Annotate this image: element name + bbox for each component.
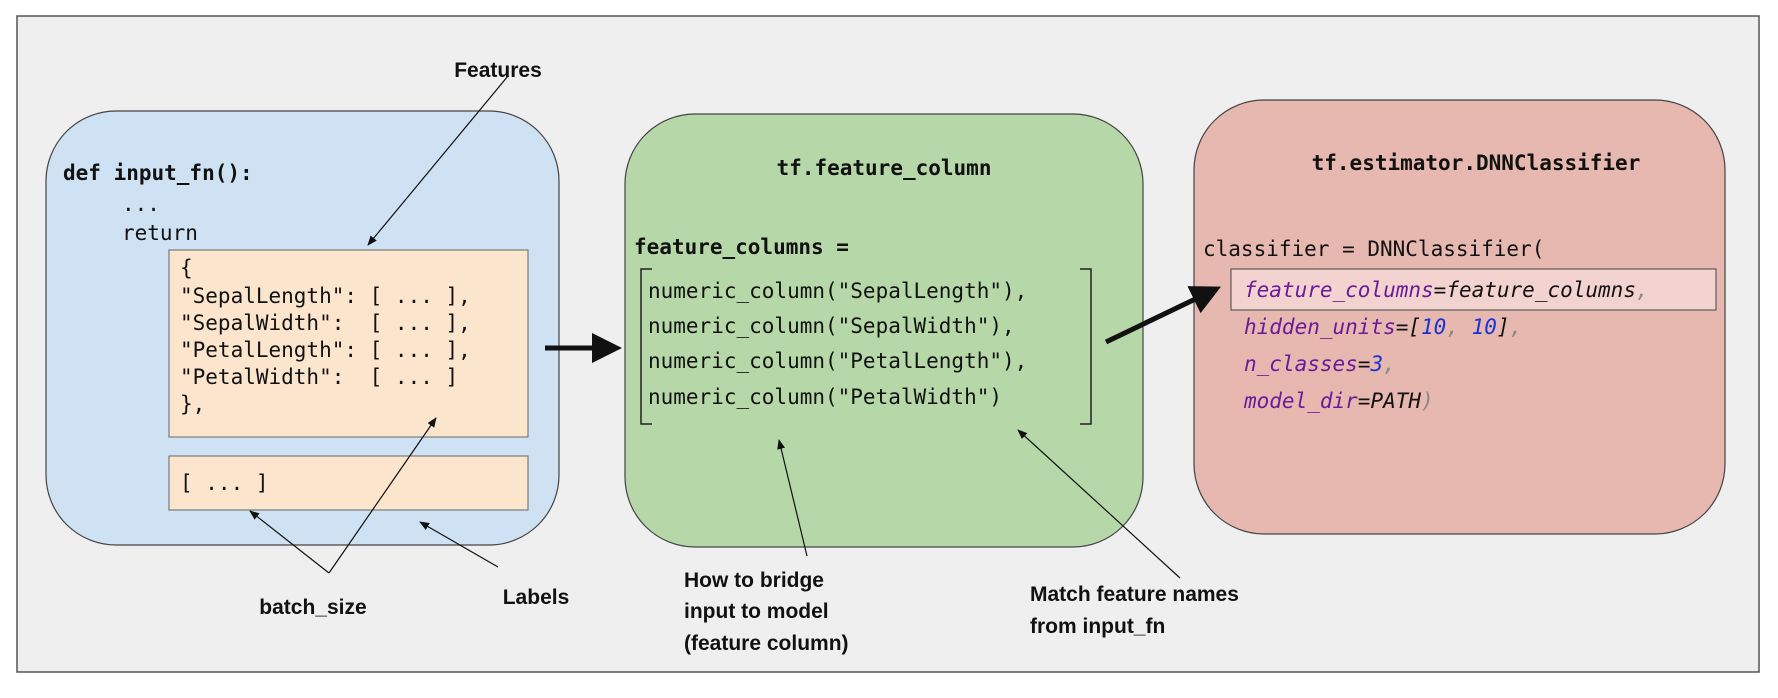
labels-list-box [168, 455, 529, 511]
features-label: Features [454, 59, 542, 82]
labels-list: [ ... ] [180, 471, 269, 495]
batch-size-label: batch_size [259, 596, 366, 619]
arg-hidden-units: hidden_units=[10, 10], [1244, 315, 1522, 339]
def-line: def input_fn(): [63, 161, 253, 185]
match-pointer [1017, 429, 1181, 579]
numeric-column-item: numeric_column("SepalLength"), [648, 279, 1027, 303]
dict-line: "PetalLength": [ ... ], [180, 338, 471, 362]
flow-arrow-feature-to-estimator [1104, 286, 1222, 345]
dict-line: { [180, 256, 193, 280]
labels-label: Labels [503, 586, 570, 609]
feature-columns-assign: feature_columns = [634, 235, 849, 259]
dict-line: }, [180, 392, 205, 416]
feature-column-title: tf.feature_column [777, 156, 992, 180]
feature-columns-highlight [1230, 268, 1717, 311]
estimator-title: tf.estimator.DNNClassifier [1312, 151, 1641, 175]
left-bracket [640, 268, 652, 425]
features-dict-box [168, 249, 529, 438]
bridge-label-line: (feature column) [684, 632, 849, 655]
match-label-line: from input_fn [1030, 615, 1165, 638]
bridge-label-line: How to bridge [684, 569, 824, 592]
batch-size-pointer-labels [249, 510, 330, 574]
dict-line: "SepalWidth": [ ... ], [180, 311, 471, 335]
dict-line: "PetalWidth": [ ... ] [180, 365, 458, 389]
input-fn-panel: def input_fn(): ... return { "SepalLengt… [45, 110, 560, 546]
batch-size-pointer-features [328, 417, 437, 574]
arg-n-classes: n_classes=3, [1244, 352, 1396, 376]
arg-model-dir: model_dir=PATH) [1243, 389, 1434, 413]
classifier-call: classifier = DNNClassifier( [1203, 237, 1544, 261]
match-label-line: Match feature names [1030, 583, 1239, 606]
numeric-column-item: numeric_column("SepalWidth"), [648, 314, 1015, 338]
labels-pointer [419, 521, 499, 568]
features-pointer [367, 75, 509, 246]
dict-line: "SepalLength": [ ... ], [180, 284, 471, 308]
numeric-column-item: numeric_column("PetalLength"), [648, 349, 1027, 373]
numeric-column-item: numeric_column("PetalWidth") [648, 385, 1002, 409]
arg-feature-columns: feature_columns=feature_columns, [1244, 278, 1649, 302]
bridge-pointer [777, 439, 808, 557]
right-bracket [1080, 268, 1092, 425]
bridge-label-line: input to model [684, 600, 829, 623]
ellipsis: ... [122, 192, 160, 216]
return-keyword: return [122, 221, 198, 245]
estimator-panel: tf.estimator.DNNClassifier classifier = … [1193, 99, 1726, 535]
feature-column-panel: tf.feature_column feature_columns = nume… [624, 113, 1144, 548]
